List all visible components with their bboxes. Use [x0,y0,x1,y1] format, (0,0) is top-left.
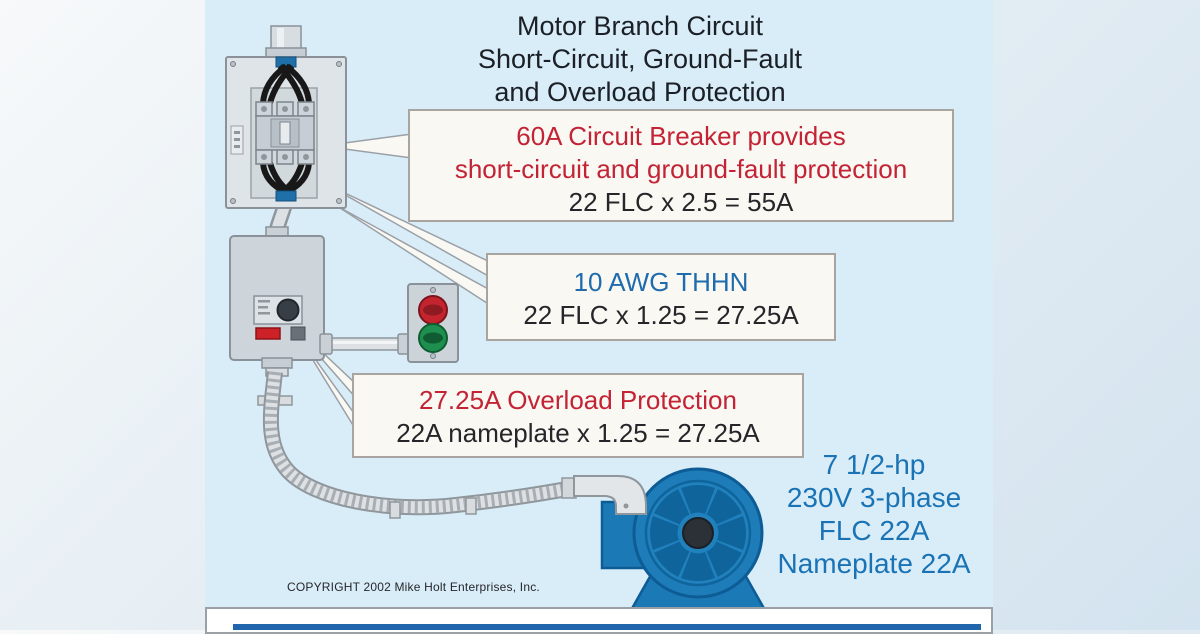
diagram-title: Motor Branch Circuit Short-Circuit, Grou… [430,10,850,109]
breaker-handle [279,121,291,145]
selector-knob-icon [276,298,300,322]
conduit-clamp [389,501,401,519]
breaker-callout-heading: 60A Circuit Breaker provides [516,121,846,151]
flexible-conduit [257,371,580,519]
breaker-callout: 60A Circuit Breaker provides short-circu… [408,109,954,222]
motor-spec-text: 7 1/2-hp 230V 3-phase FLC 22A Nameplate … [760,448,988,580]
conduit-starter-to-station [319,333,411,355]
overload-callout: 27.25A Overload Protection 22A nameplate… [352,373,804,458]
bottom-blue-strip [233,624,981,630]
starter-bottom-fitting [261,357,293,369]
title-line: Short-Circuit, Ground-Fault [477,44,803,74]
motor-spec-line: Nameplate 22A [777,548,971,579]
elbow-conduit-fitting [561,475,647,515]
anti-short-bushing-bottom [275,190,297,202]
top-conduit-fitting [265,25,307,58]
copyright-text: COPYRIGHT 2002 Mike Holt Enterprises, In… [287,580,540,594]
conductor-callout-formula: 22 FLC x 1.25 = 27.25A [523,300,799,330]
motor-starter [229,226,325,377]
motor-hub [682,517,714,549]
reset-button [255,327,281,340]
screw-icon [430,287,436,293]
breaker-callout-heading: short-circuit and ground-fault protectio… [454,154,908,184]
screw-icon [430,353,436,359]
anti-short-bushing-top [275,56,297,68]
overload-callout-heading: 27.25A Overload Protection [419,385,737,415]
motor [600,467,769,614]
corner-screw-icon [336,198,342,204]
fan-blades [650,485,746,581]
breaker-callout-formula: 22 FLC x 2.5 = 55A [568,187,794,217]
overload-callout-formula: 22A nameplate x 1.25 = 27.25A [396,418,760,448]
corner-screw-icon [230,61,236,67]
conductor-callout: 10 AWG THHN 22 FLC x 1.25 = 27.25A [486,253,836,341]
circuit-breaker [255,101,315,165]
conduit-clamp [465,497,477,515]
pipe-coupling [319,333,333,355]
title-line: and Overload Protection [494,77,786,107]
motor-spec-line: FLC 22A [818,515,930,546]
corner-screw-icon [230,198,236,204]
pushbutton-station [407,283,459,363]
conductor-callout-heading: 10 AWG THHN [573,267,749,297]
motor-spec-line: 7 1/2-hp [822,449,926,480]
corner-screw-icon [336,61,342,67]
branch-circuit-wires [260,56,312,202]
motor-spec-line: 230V 3-phase [786,482,962,513]
title-line: Motor Branch Circuit [516,11,764,41]
